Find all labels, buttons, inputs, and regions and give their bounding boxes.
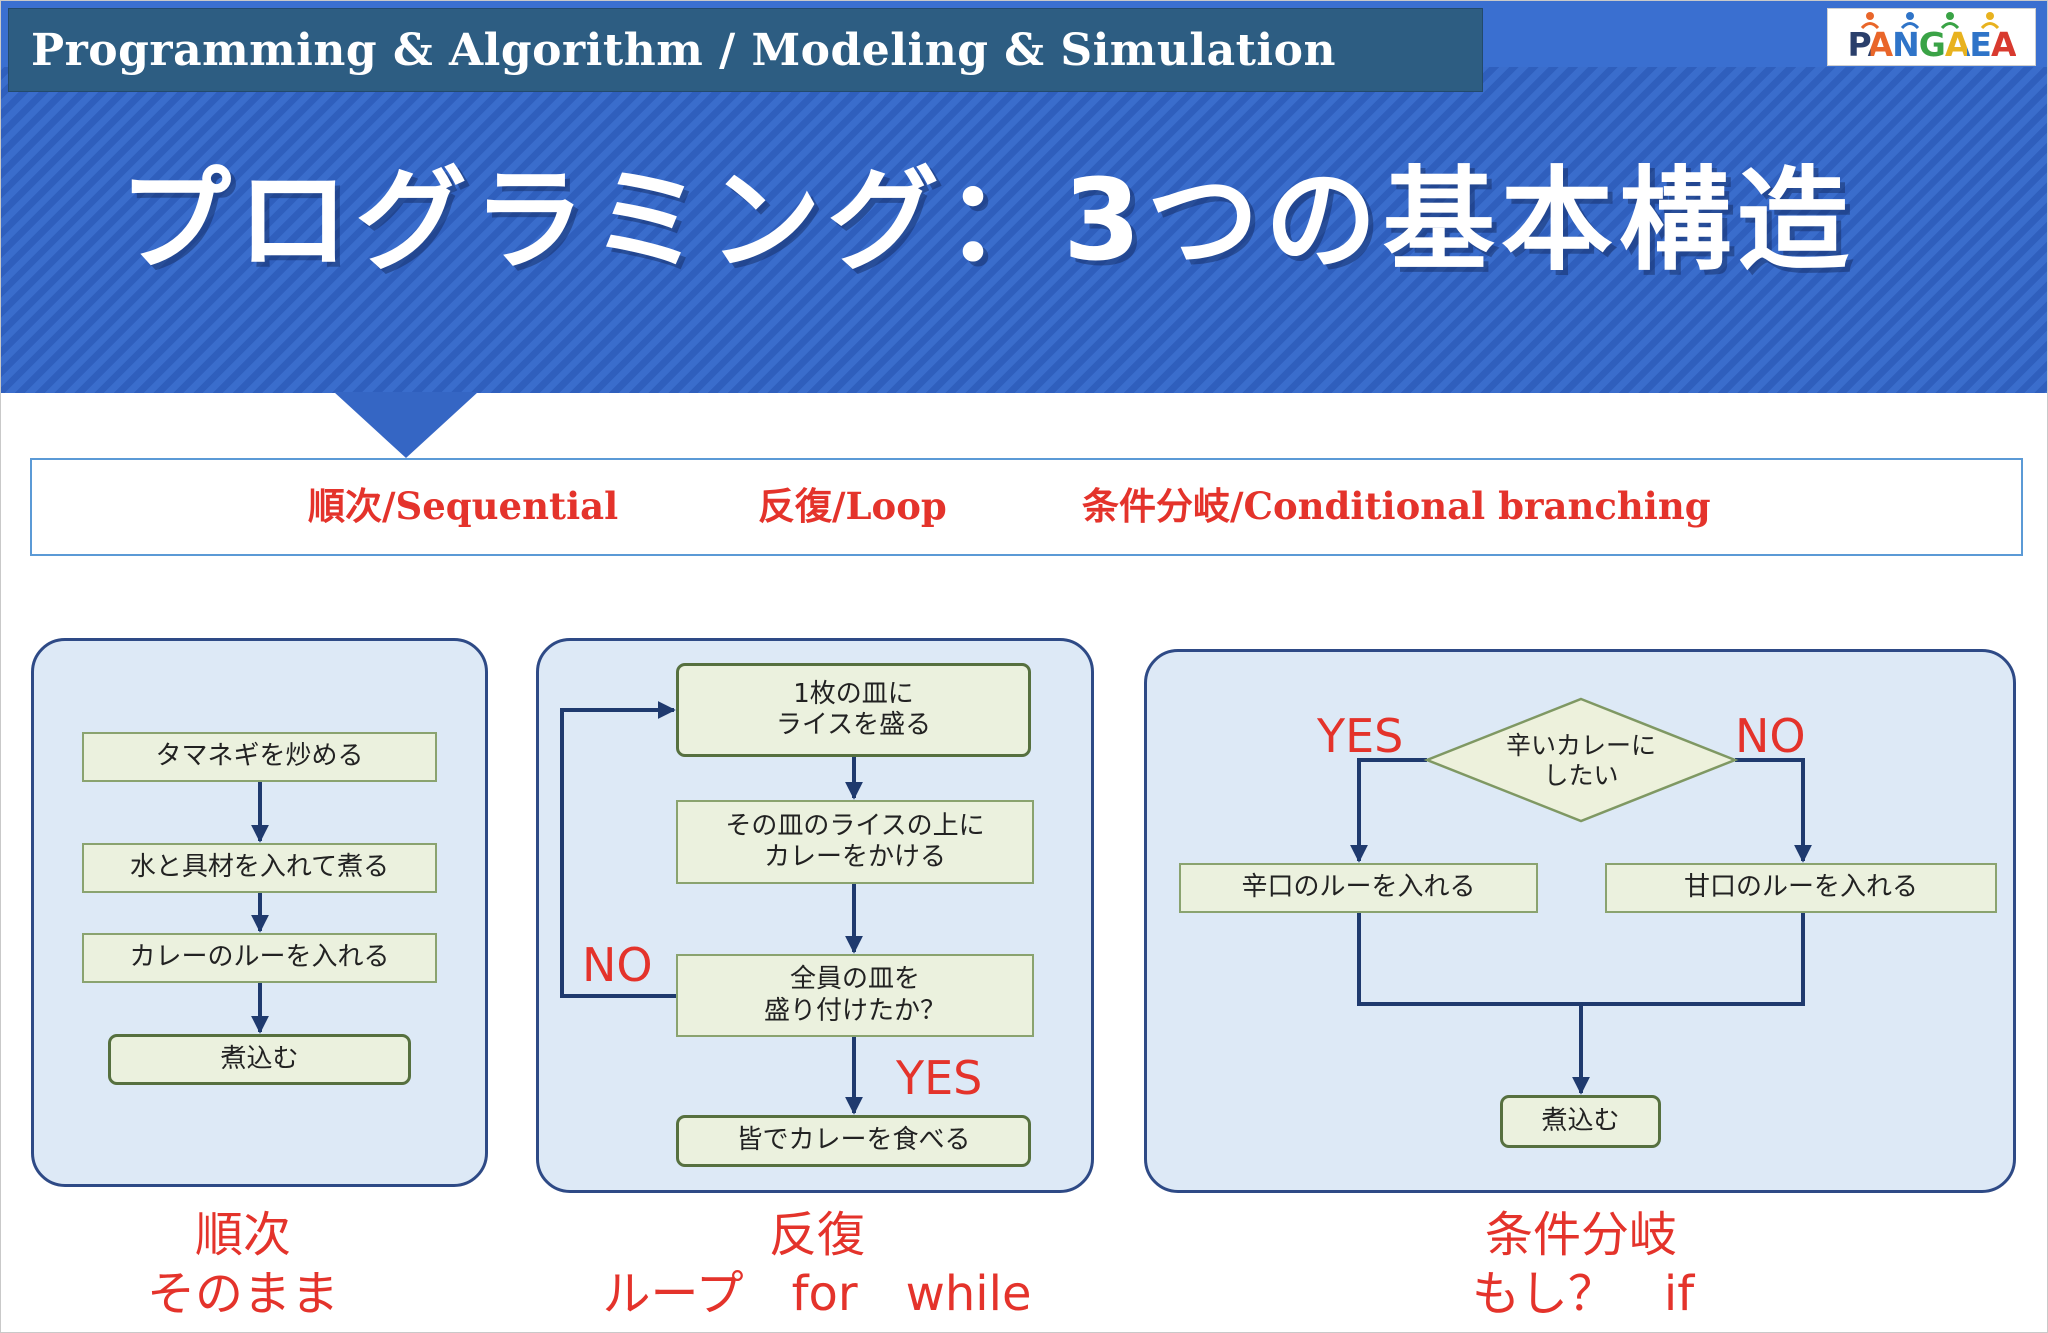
sequential-subcaption: そのまま [146, 1266, 339, 1322]
category-bar [30, 458, 2023, 556]
loop-yes-label: YES [896, 1051, 983, 1105]
conditional-caption: 条件分岐 [1484, 1207, 1677, 1263]
loop-no-label: NO [582, 938, 653, 992]
sequential-step-2: 水と具材を入れて煮る [82, 843, 437, 893]
decision-text: 辛いカレーに したい [1505, 731, 1656, 790]
conditional-final-step: 煮込む [1500, 1095, 1661, 1148]
loop-subcaption: ループ for while [602, 1266, 1032, 1322]
sequential-step-4: 煮込む [108, 1034, 411, 1085]
loop-caption: 反復 [768, 1207, 865, 1263]
loop-condition: 全員の皿を 盛り付けたか？ [676, 954, 1034, 1037]
conditional-no-label: NO [1735, 709, 1806, 763]
category-loop: 反復/Loop [758, 484, 947, 528]
header-title: Programming & Algorithm / Modeling & Sim… [31, 24, 1336, 76]
loop-step-2: その皿のライスの上に カレーをかける [676, 800, 1034, 884]
conditional-no-step: 甘口のルーを入れる [1605, 863, 1997, 913]
conditional-subcaption: もし？ if [1471, 1266, 1695, 1322]
sequential-caption: 順次 [194, 1207, 291, 1263]
conditional-yes-step: 辛口のルーを入れる [1179, 863, 1538, 913]
conditional-yes-label: YES [1317, 709, 1404, 763]
sequential-step-1: タマネギを炒める [82, 732, 437, 782]
header-bar: Programming & Algorithm / Modeling & Sim… [8, 8, 1483, 92]
sequential-panel [31, 638, 488, 1187]
logo-text: PANGAEA [1847, 25, 2016, 64]
page-title: プログラミング：3つの基本構造 [119, 156, 1855, 286]
banner-pointer [334, 392, 478, 458]
people-figures-icon [1860, 12, 2000, 29]
pangaea-logo: PANGAEA [1827, 8, 2036, 66]
loop-step-final: 皆でカレーを食べる [676, 1115, 1031, 1167]
category-conditional: 条件分岐/Conditional branching [1082, 484, 1711, 528]
sequential-step-3: カレーのルーを入れる [82, 933, 437, 983]
loop-step-1: 1枚の皿に ライスを盛る [676, 663, 1031, 757]
category-sequential: 順次/Sequential [308, 484, 619, 528]
